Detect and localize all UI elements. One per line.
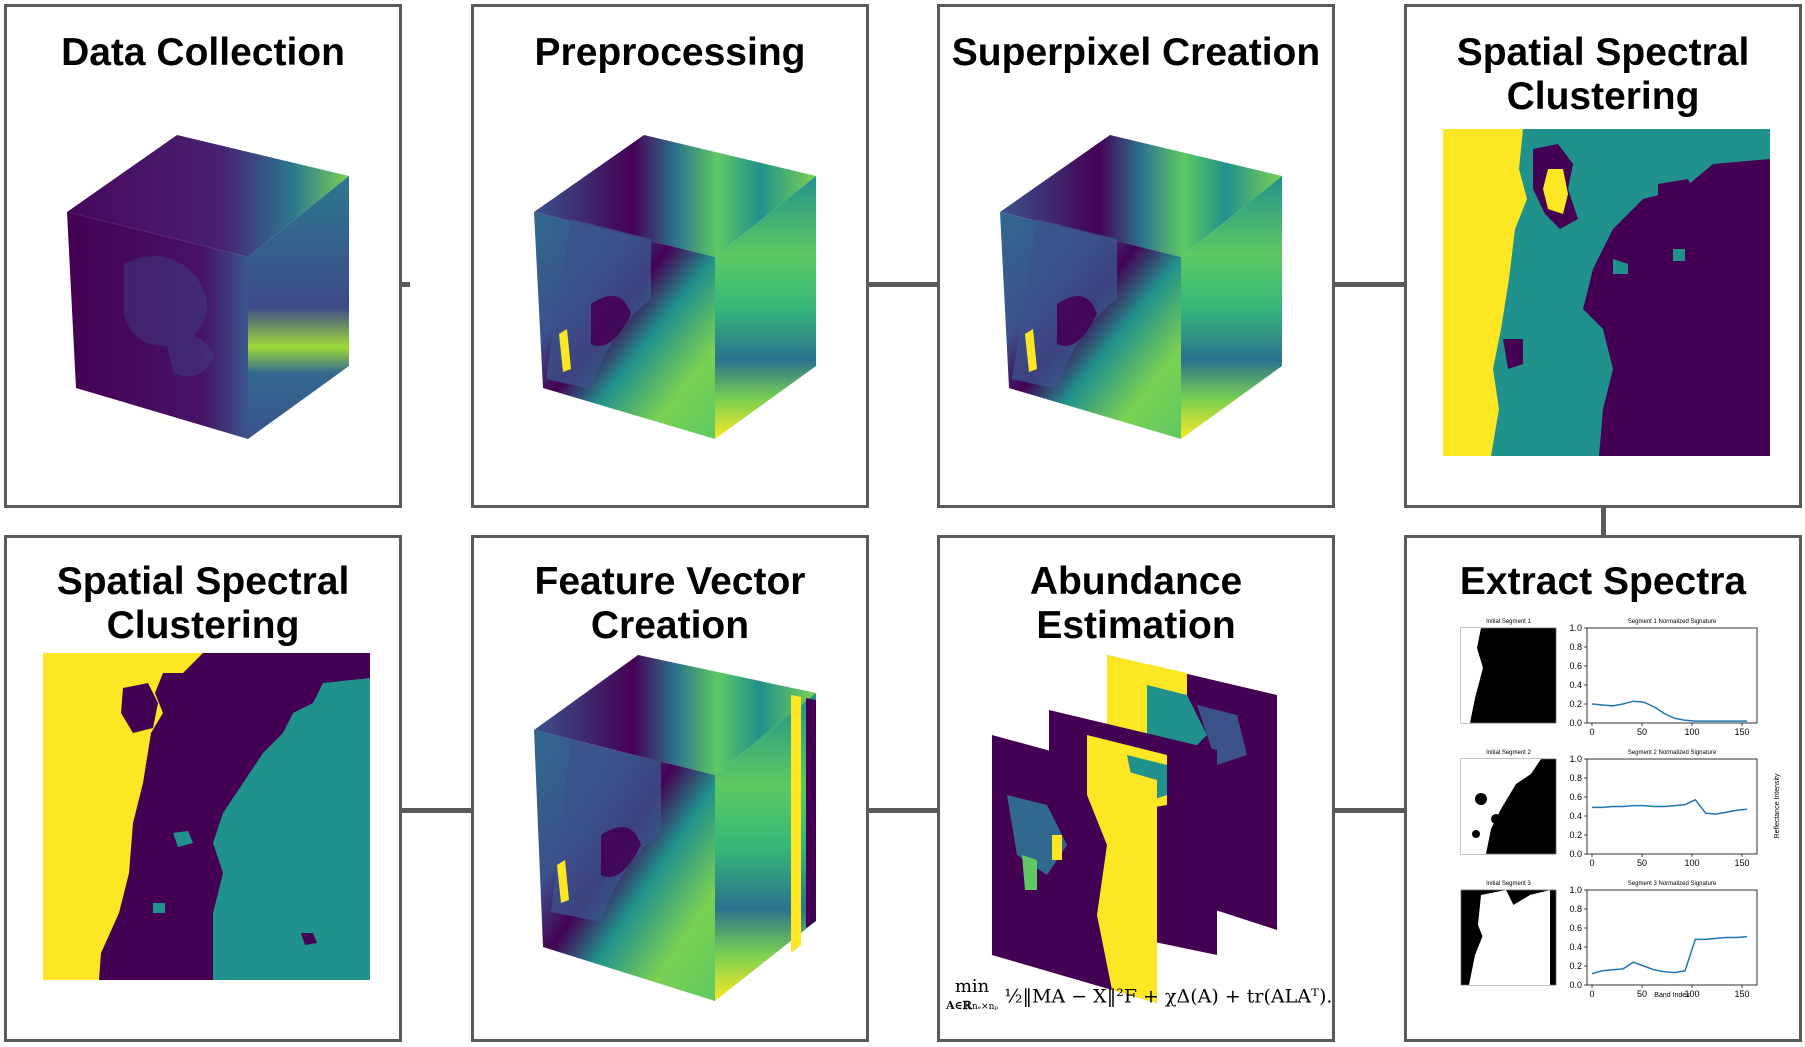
panel-extract-spectra: Extract Spectra Initial Segment 1 Segment… — [1404, 535, 1802, 1042]
y-tick-label: 0.8 — [1569, 773, 1582, 783]
spectra-figure: Initial Segment 1 Segment 1 Normalized Si… — [1407, 606, 1799, 1042]
y-tick-label: 0.8 — [1569, 904, 1582, 914]
y-axis-label: Reflectance Intensity — [1774, 773, 1781, 838]
connector-2-3 — [868, 282, 940, 287]
panel-spatial-spectral-clustering-bottom: Spatial Spectral Clustering — [4, 535, 402, 1042]
hyperspectral-cube-raw — [67, 135, 349, 439]
panel-spatial-spectral-clustering-top: Spatial Spectral Clustering — [1404, 4, 1802, 508]
x-tick-label: 150 — [1734, 989, 1749, 999]
segment-mask — [1478, 890, 1516, 945]
spectrum-line — [1592, 798, 1748, 815]
cluster-map-two-class — [43, 653, 370, 980]
feature-vector-cube — [534, 655, 816, 1001]
segment-hole — [1491, 814, 1501, 824]
y-tick-label: 0.8 — [1569, 642, 1582, 652]
segment-mask — [1461, 628, 1483, 723]
plot-title: Segment 1 Normalized Signature — [1628, 619, 1717, 625]
y-tick-label: 0.0 — [1569, 718, 1582, 728]
panel-title: Feature Vector — [534, 560, 806, 603]
y-tick-label: 0.0 — [1569, 980, 1582, 990]
hyperspectral-cube-preprocessed — [534, 135, 816, 439]
connector-4-8 — [1601, 507, 1606, 537]
segment-hole — [1475, 793, 1487, 805]
panel-data-collection: Data Collection — [4, 4, 402, 508]
panel-superpixel-creation: Superpixel Creation — [937, 4, 1335, 508]
y-tick-label: 0.6 — [1569, 792, 1582, 802]
x-tick-label: 50 — [1637, 727, 1647, 737]
y-tick-label: 1.0 — [1569, 885, 1582, 895]
y-tick-label: 1.0 — [1569, 623, 1582, 633]
formula-body: ½‖MA − X‖²F + χΔ(A) + tr(ALAᵀ). — [1004, 985, 1333, 1008]
panel-title-line2: Estimation — [1036, 604, 1236, 647]
plot-title: Segment 3 Normalized Signature — [1628, 881, 1717, 887]
plot-frame — [1586, 627, 1758, 724]
x-tick-label: 100 — [1684, 727, 1699, 737]
y-tick-label: 0.0 — [1569, 849, 1582, 859]
panel-title: Abundance — [1029, 560, 1243, 603]
panel-abundance-estimation: Abundance Estimation min A∈ℝnₑ×nₚ ½‖MA −… — [937, 535, 1335, 1042]
panel-title: Data Collection — [61, 31, 345, 74]
panel-preprocessing: Preprocessing — [471, 4, 869, 508]
panel-title-line2: Clustering — [1506, 75, 1700, 118]
y-tick-label: 0.4 — [1569, 811, 1582, 821]
cluster-map-three-class — [1443, 129, 1770, 456]
y-tick-label: 0.2 — [1569, 699, 1582, 709]
panel-title-line2: Clustering — [106, 604, 300, 647]
formula-min: min A∈ℝnₑ×nₚ — [946, 976, 999, 1013]
x-axis-label: Band Index — [1654, 992, 1690, 999]
y-tick-label: 0.4 — [1569, 942, 1582, 952]
hyperspectral-cube-superpixels — [1000, 135, 1282, 439]
panel-title: Extract Spectra — [1459, 560, 1747, 603]
connector-3-4 — [1334, 282, 1406, 287]
objective-formula: min A∈ℝnₑ×nₚ ½‖MA − X‖²F + χΔ(A) + tr(AL… — [946, 978, 1332, 1015]
thumb-title: Initial Segment 3 — [1486, 881, 1531, 887]
x-tick-label: 50 — [1637, 858, 1647, 868]
x-tick-label: 50 — [1637, 989, 1647, 999]
spectrum-line — [1591, 935, 1748, 975]
y-tick-label: 0.2 — [1569, 830, 1582, 840]
y-tick-label: 0.6 — [1569, 661, 1582, 671]
x-tick-label: 0 — [1589, 989, 1594, 999]
panel-title: Preprocessing — [534, 31, 806, 74]
abundance-maps-stack — [992, 655, 1277, 1003]
plot-title: Segment 2 Normalized Signature — [1628, 750, 1717, 756]
thumb-title: Initial Segment 2 — [1486, 750, 1531, 756]
x-tick-label: 0 — [1589, 727, 1594, 737]
x-tick-label: 0 — [1589, 858, 1594, 868]
y-tick-label: 0.2 — [1569, 961, 1582, 971]
x-tick-label: 100 — [1684, 858, 1699, 868]
y-tick-label: 0.6 — [1569, 923, 1582, 933]
y-tick-label: 1.0 — [1569, 754, 1582, 764]
y-tick-label: 0.4 — [1569, 680, 1582, 690]
segment-mask — [1461, 759, 1541, 854]
segment-hole — [1472, 830, 1480, 838]
panel-title: Spatial Spectral — [1456, 31, 1750, 74]
x-tick-label: 150 — [1734, 727, 1749, 737]
panel-title: Superpixel Creation — [951, 31, 1321, 74]
extract-spectra-svg: Initial Segment 1 Segment 1 Normalized Si… — [1460, 619, 1781, 999]
connector-5-6 — [400, 808, 472, 813]
thumb-title: Initial Segment 1 — [1486, 619, 1531, 625]
panel-title-line2: Creation — [590, 604, 750, 647]
segment-mask — [1469, 890, 1550, 985]
panel-feature-vector-creation: Feature Vector Creation — [471, 535, 869, 1042]
connector-7-8 — [1334, 808, 1406, 813]
connector-6-7 — [868, 808, 940, 813]
x-tick-label: 100 — [1684, 989, 1699, 999]
spectrum-line — [1591, 700, 1747, 722]
panel-title: Spatial Spectral — [56, 560, 350, 603]
x-tick-label: 150 — [1734, 858, 1749, 868]
